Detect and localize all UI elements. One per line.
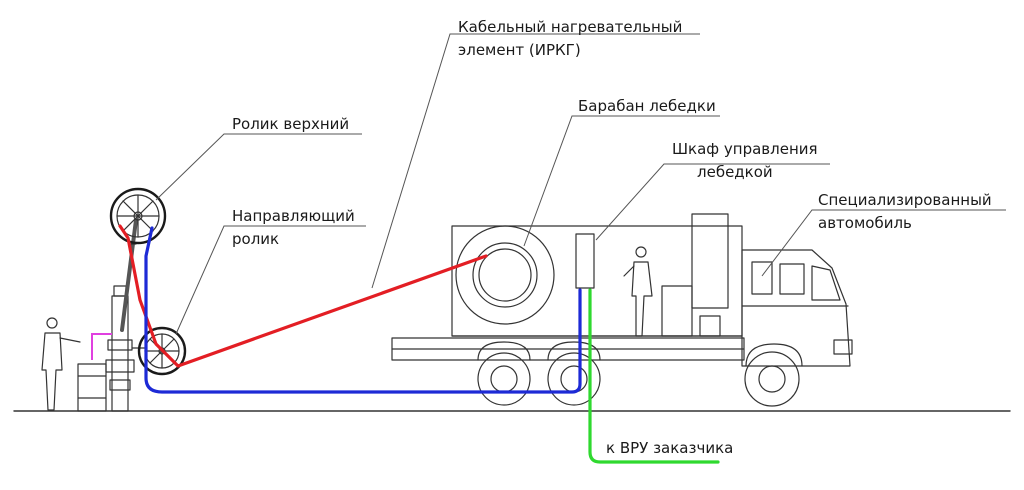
label-customer-switchgear: к ВРУ заказчика: [606, 439, 734, 457]
leader-winch-drum: [523, 115, 720, 247]
leader-upper-roller: [155, 133, 362, 201]
label-vehicle-line2: автомобиль: [818, 214, 912, 232]
barrel: [77, 363, 107, 412]
label-heating-element-line2: элемент (ИРКГ): [458, 41, 581, 59]
leader-control-cabinet: [595, 163, 830, 241]
label-control-cabinet-line1: Шкаф управления: [672, 140, 818, 158]
mast: [120, 218, 138, 332]
leader-guide-roller: [175, 225, 366, 335]
supply-cable: [588, 288, 720, 464]
label-heating-element-line1: Кабельный нагревательный: [458, 18, 683, 36]
leader-heating-cable: [371, 33, 700, 289]
label-vehicle-line1: Специализированный: [818, 191, 992, 209]
label-guide-roller-line1: Направляющий: [232, 207, 355, 225]
special-vehicle: [391, 213, 853, 407]
hose: [91, 333, 112, 360]
winch-control-cabinet: [575, 233, 595, 289]
winch-drum: [455, 225, 555, 325]
upper-roller: [109, 187, 167, 245]
label-winch-drum: Барабан лебедки: [578, 97, 716, 115]
label-control-cabinet-line2: лебедкой: [697, 163, 773, 181]
label-guide-roller-line2: ролик: [232, 230, 280, 248]
label-upper-roller: Ролик верхний: [232, 115, 350, 133]
worker-at-well: [41, 317, 81, 411]
worker-on-truck: [623, 246, 653, 337]
heating-cable: [118, 224, 488, 368]
leader-vehicle: [761, 209, 1006, 277]
power-cable: [144, 226, 582, 394]
